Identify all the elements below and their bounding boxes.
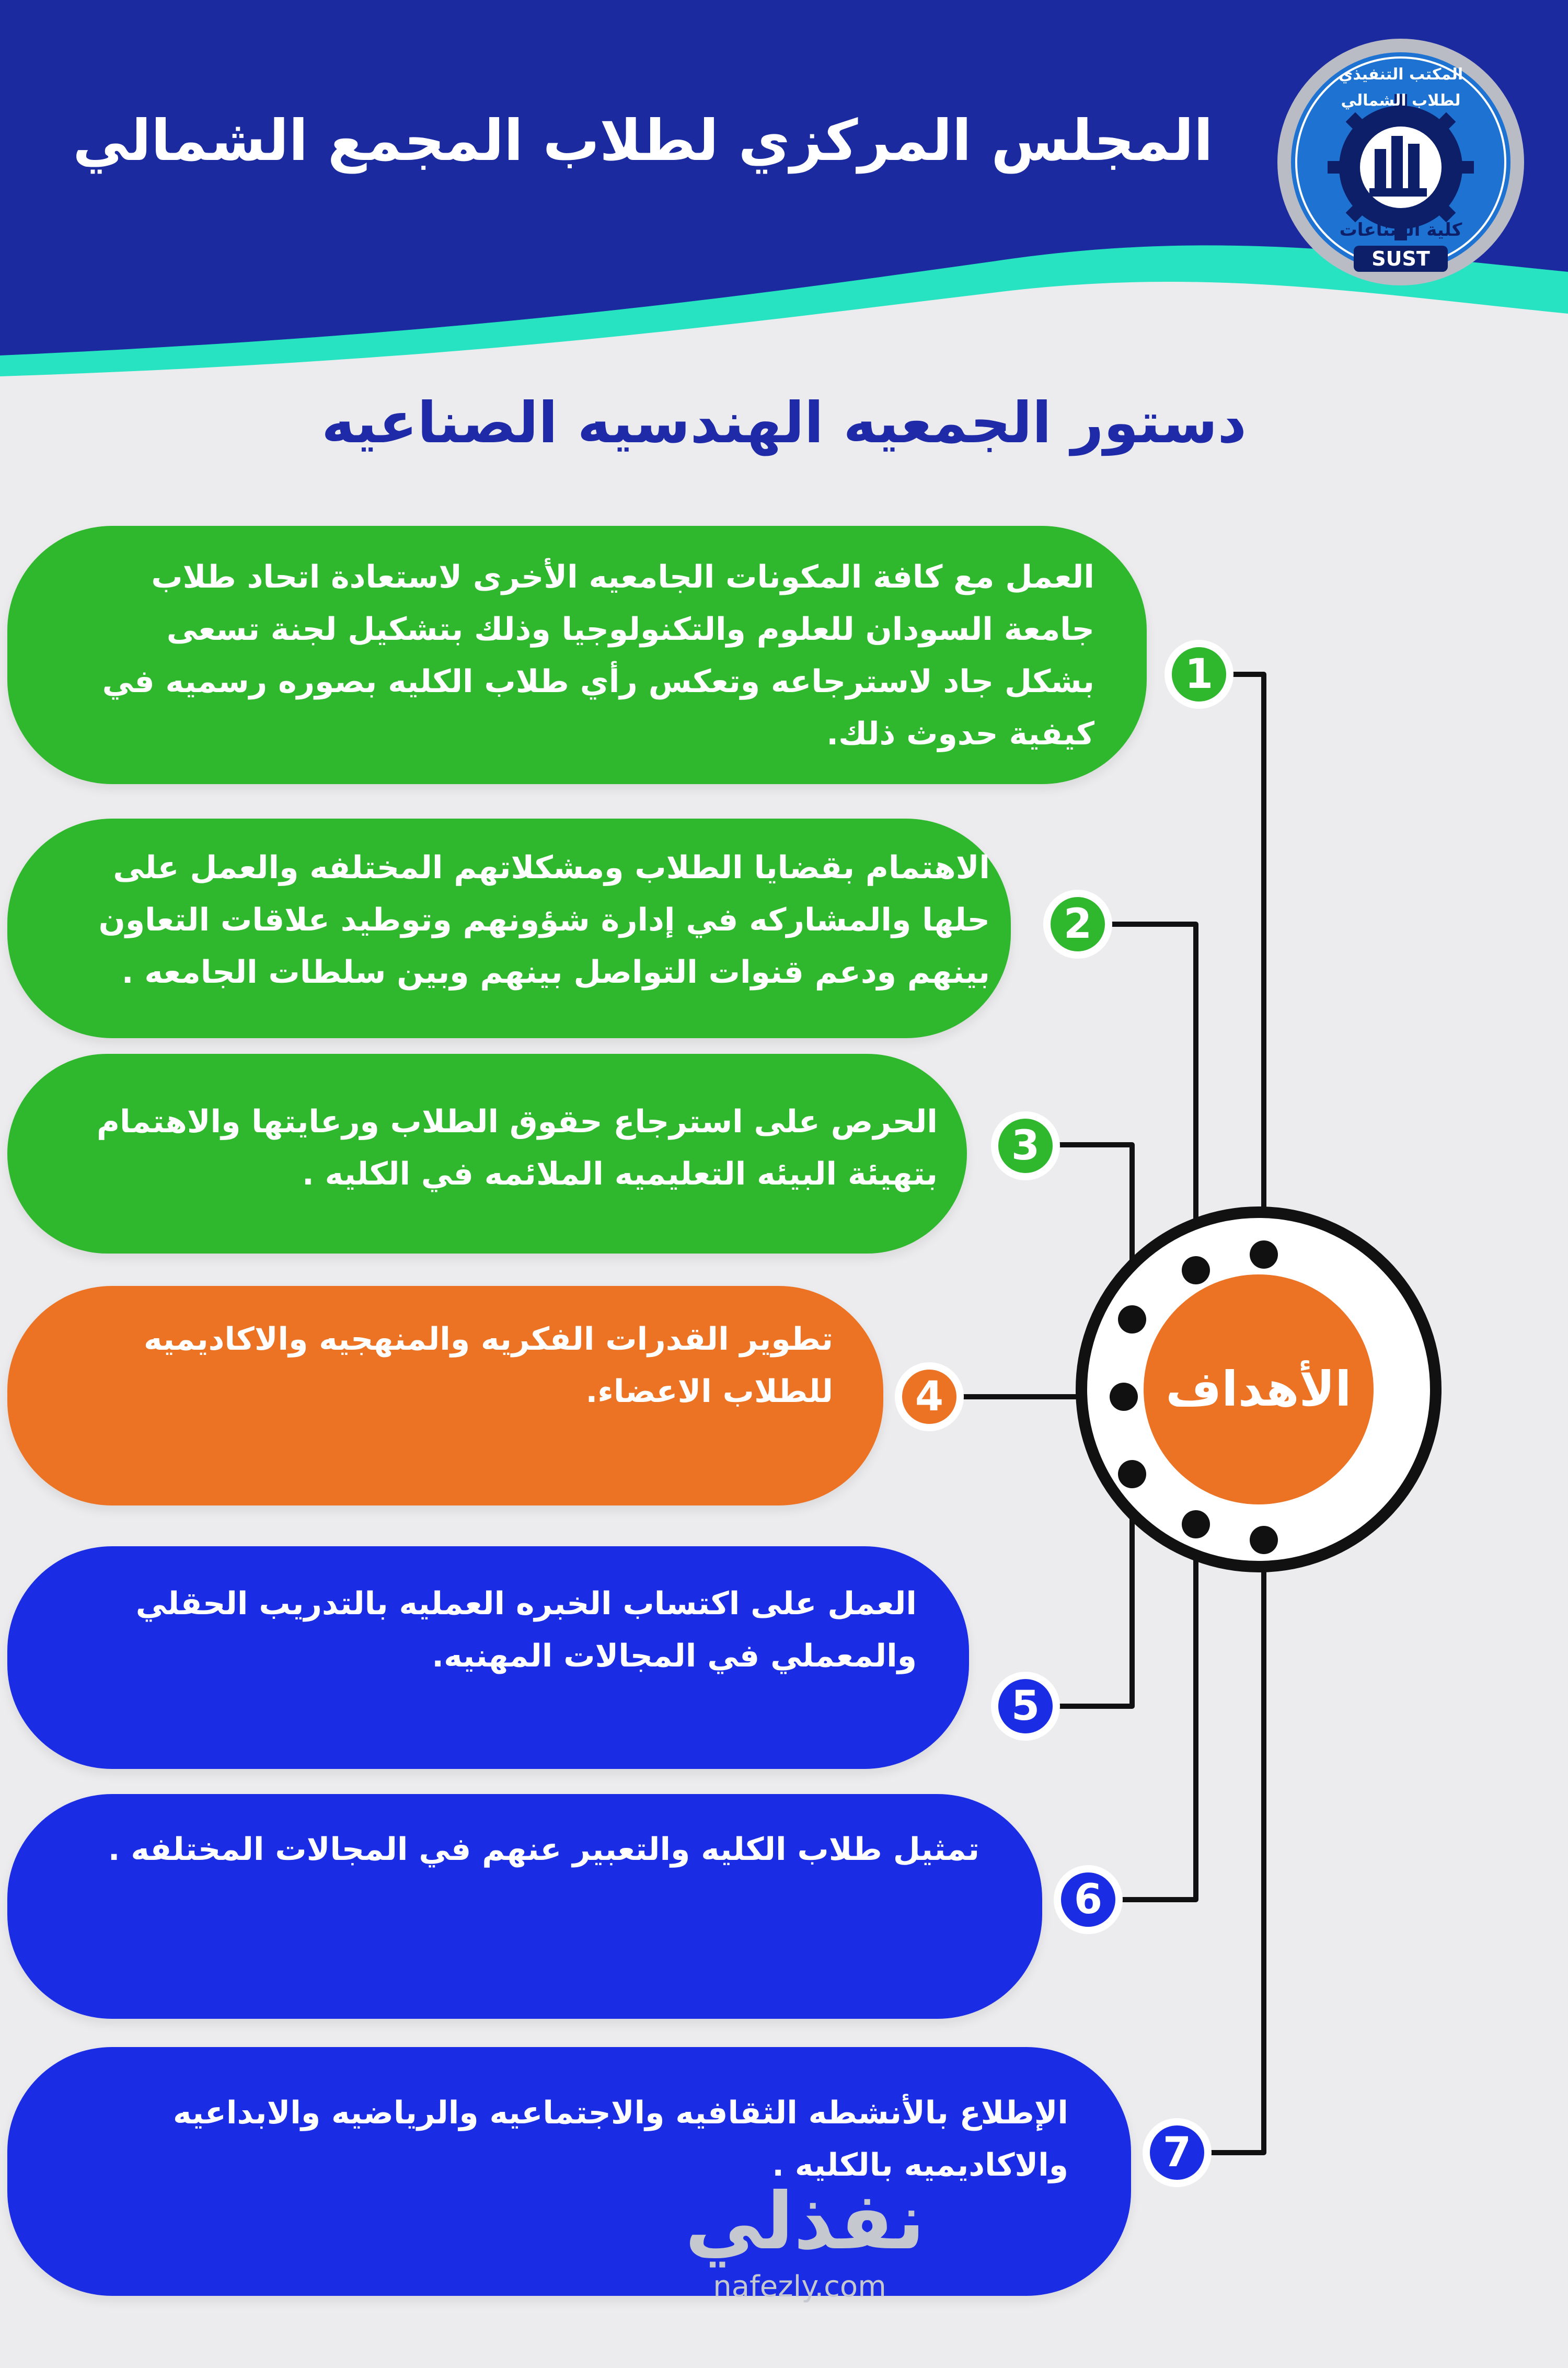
goal-4-number-badge: 4 [895, 1362, 964, 1431]
logo-arc-text: المكتب التنفيذي لطلاب الشمالي [1338, 65, 1463, 110]
college-logo: كلية الصناعات المكتب التنفيذي لطلاب الشم… [1275, 37, 1526, 288]
goal-2-line-1: الاهتمام بقضايا الطلاب ومشكلاتهم المختلف… [113, 849, 990, 886]
goal-1-line-2: جامعة السودان للعلوم والتكنولوجيا وذلك ب… [166, 611, 1094, 648]
goal-5-box: العمل على اكتساب الخبره العمليه بالتدريب… [7, 1546, 969, 1769]
goal-6-text: تمثيل طلاب الكليه والتعبير عنهم في المجا… [60, 1823, 979, 1886]
goal-3-number-badge: 3 [991, 1111, 1060, 1180]
goal-5-text: العمل على اكتساب الخبره العمليه بالتدريب… [60, 1578, 917, 1693]
goal-7-line-2: والاكاديميه بالكليه . [772, 2147, 1068, 2183]
section-subtitle: دستور الجمعيه الهندسيه الصناعيه [321, 390, 1247, 456]
center-hub [1144, 1274, 1374, 1504]
goal-1-box: العمل مع كافة المكونات الجامعيه الأخرى ل… [7, 526, 1147, 784]
goal-2-line-3: بينهم ودعم قنوات التواصل بينهم وبين سلطا… [121, 954, 990, 991]
connector-dot-6 [1182, 1510, 1210, 1538]
goal-5-number-badge: 5 [991, 1672, 1060, 1741]
goal-1-line-4: كيفية حدوث ذلك. [826, 716, 1094, 752]
connector-dot-7 [1250, 1526, 1278, 1554]
connector-dot-4 [1110, 1383, 1138, 1411]
goal-3-text: الحرص على استرجاع حقوق الطلاب ورعايتها و… [49, 1096, 938, 1211]
goal-7-number-badge: 7 [1143, 2118, 1212, 2187]
watermark-logo: نفذلي [685, 2176, 925, 2267]
goal-3-line-1: الحرص على استرجاع حقوق الطلاب ورعايتها و… [97, 1103, 938, 1140]
goal-5-line-2: والمعملي في المجالات المهنيه. [432, 1638, 917, 1674]
goal-2-number-badge: 2 [1043, 890, 1112, 959]
goal-3-line-2: بتهيئة البيئه التعليميه الملائمه في الكل… [302, 1156, 938, 1192]
goal-4-box: تطوير القدرات الفكريه والمنهجيه والاكادي… [7, 1286, 883, 1505]
goal-7-text: الإطلاع بالأنشطه الثقافيه والاجتماعيه وا… [128, 2087, 1068, 2202]
goal-2-line-2: حلها والمشاركه في إدارة شؤونهم وتوطيد عل… [98, 902, 990, 938]
connector-dot-2 [1182, 1256, 1210, 1284]
logo-faculty-text: كلية الصناعات [1339, 220, 1462, 240]
goal-6-box: تمثيل طلاب الكليه والتعبير عنهم في المجا… [7, 1794, 1042, 2019]
goal-1-number-badge: 1 [1165, 640, 1233, 709]
goal-3-box: الحرص على استرجاع حقوق الطلاب ورعايتها و… [7, 1054, 967, 1254]
page-title: المجلس المركزي لطلاب المجمع الشمالي [73, 108, 1213, 174]
goal-5-line-1: العمل على اكتساب الخبره العمليه بالتدريب… [135, 1585, 917, 1622]
logo-abbreviation: SUST [1371, 247, 1430, 270]
goal-2-box: الاهتمام بقضايا الطلاب ومشكلاتهم المختلف… [7, 819, 1011, 1038]
goal-1-text: العمل مع كافة المكونات الجامعيه الأخرى ل… [60, 551, 1094, 760]
goal-7-box: الإطلاع بالأنشطه الثقافيه والاجتماعيه وا… [7, 2047, 1131, 2296]
connector-dot-3 [1118, 1305, 1146, 1334]
connector-dot-5 [1118, 1460, 1146, 1488]
goal-6-line-1: تمثيل طلاب الكليه والتعبير عنهم في المجا… [108, 1831, 979, 1868]
goal-7-line-1: الإطلاع بالأنشطه الثقافيه والاجتماعيه وا… [172, 2095, 1068, 2131]
connector-dot-1 [1250, 1240, 1278, 1269]
goal-4-line-2: للطلاب الاعضاء. [585, 1373, 833, 1410]
goal-2-text: الاهتمام بقضايا الطلاب ومشكلاتهم المختلف… [39, 842, 990, 1009]
goal-4-text: تطوير القدرات الفكريه والمنهجيه والاكادي… [60, 1313, 833, 1428]
goal-6-number-badge: 6 [1054, 1865, 1123, 1934]
watermark-url: nafezly.com [713, 2270, 886, 2304]
goal-1-line-3: بشكل جاد لاسترجاعه وتعكس رأي طلاب الكليه… [102, 663, 1094, 700]
center-hub-label: الأهداف [1166, 1361, 1352, 1417]
goal-1-line-1: العمل مع كافة المكونات الجامعيه الأخرى ل… [151, 559, 1094, 595]
goal-4-line-1: تطوير القدرات الفكريه والمنهجيه والاكادي… [144, 1321, 833, 1358]
